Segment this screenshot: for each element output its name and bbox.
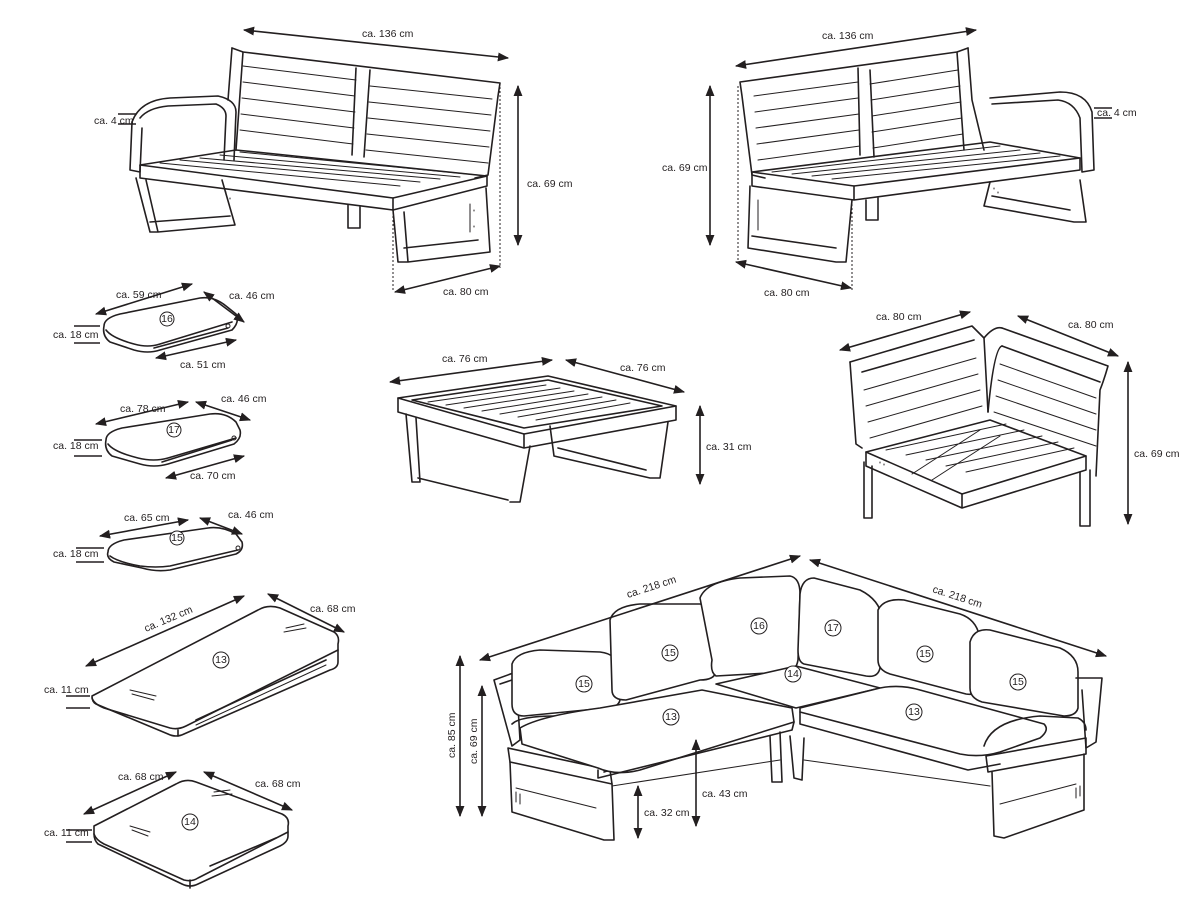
corner-module: ca. 80 cm ca. 80 cm ca. 69 cm <box>838 310 1180 527</box>
cushion-17-bottom: ca. 70 cm <box>190 470 236 482</box>
table-width: ca. 76 cm <box>442 353 488 365</box>
cushion-14-length: ca. 68 cm <box>118 771 164 783</box>
set-cushion-15-c: 15 <box>919 648 931 660</box>
cushion-15-depth: ca. 46 cm <box>228 509 274 521</box>
cushion-14-depth: ca. 68 cm <box>255 778 301 790</box>
cushion-16: 16 ca. 59 cm ca. 46 cm ca. 51 cm ca. 18 … <box>53 282 275 371</box>
coffee-table: ca. 76 cm ca. 76 cm ca. 31 cm <box>388 353 752 503</box>
set-cushion-15-a: 15 <box>578 678 590 690</box>
cushion-16-height: ca. 18 cm <box>53 329 99 341</box>
cushion-15-number: 15 <box>171 532 183 544</box>
cushion-15: 15 ca. 65 cm ca. 46 cm ca. 18 cm <box>53 509 274 572</box>
sofa-right-depth: ca. 80 cm <box>764 287 810 299</box>
cushion-17-depth: ca. 46 cm <box>221 393 267 405</box>
set-cushion-17: 17 <box>827 622 839 634</box>
set-cushion-15-d: 15 <box>1012 676 1024 688</box>
cushion-16-bottom: ca. 51 cm <box>180 359 226 371</box>
set-cushion-15-b: 15 <box>664 647 676 659</box>
sofa-left-height: ca. 69 cm <box>527 178 573 190</box>
cushion-15-height: ca. 18 cm <box>53 548 99 560</box>
corner-right: ca. 80 cm <box>1068 319 1114 331</box>
cushion-17-top: ca. 78 cm <box>120 403 166 415</box>
corner-left: ca. 80 cm <box>876 311 922 323</box>
sofa-module-right: ca. 136 cm ca. 69 cm ca. 80 cm ca. 4 cm <box>662 27 1137 299</box>
cushion-13: 13 ca. 132 cm ca. 68 cm ca. 11 cm <box>44 593 356 737</box>
set-seat-height: ca. 43 cm <box>702 788 748 800</box>
cushion-16-top: ca. 59 cm <box>116 289 162 301</box>
set-width-right: ca. 218 cm <box>931 583 984 610</box>
set-cushion-13-a: 13 <box>665 711 677 723</box>
sofa-right-armrest: ca. 4 cm <box>1097 107 1137 119</box>
cushion-16-number: 16 <box>161 313 173 325</box>
cushion-14: 14 ca. 68 cm ca. 68 cm ca. 11 cm <box>44 771 301 889</box>
cushion-17-height: ca. 18 cm <box>53 440 99 452</box>
table-depth: ca. 76 cm <box>620 362 666 374</box>
sofa-right-height: ca. 69 cm <box>662 162 708 174</box>
cushion-17: 17 ca. 78 cm ca. 46 cm ca. 70 cm ca. 18 … <box>53 393 267 482</box>
cushion-13-depth: ca. 68 cm <box>310 603 356 615</box>
set-cushion-14: 14 <box>787 668 799 680</box>
cushion-17-number: 17 <box>168 424 180 436</box>
cushion-14-height: ca. 11 cm <box>44 827 89 839</box>
cushion-14-number: 14 <box>184 816 196 828</box>
cushion-13-height: ca. 11 cm <box>44 684 89 696</box>
sofa-module-left: ca. 136 cm ca. 69 cm ca. 80 cm ca. 4 cm <box>94 26 573 298</box>
cushion-15-top: ca. 65 cm <box>124 512 170 524</box>
cushion-16-depth: ca. 46 cm <box>229 290 275 302</box>
sofa-left-width: ca. 136 cm <box>362 28 414 40</box>
corner-height: ca. 69 cm <box>1134 448 1180 460</box>
set-cushion-13-b: 13 <box>908 706 920 718</box>
set-cushion-16: 16 <box>753 620 765 632</box>
cushion-13-number: 13 <box>215 654 227 666</box>
sofa-left-armrest: ca. 4 cm <box>94 115 134 127</box>
table-height: ca. 31 cm <box>706 441 752 453</box>
set-frame-height: ca. 32 cm <box>644 807 690 819</box>
lounge-set: 15 15 16 17 15 15 14 13 13 ca. 218 cm ca… <box>446 554 1108 841</box>
sofa-left-depth: ca. 80 cm <box>443 286 489 298</box>
sofa-right-width: ca. 136 cm <box>822 30 874 42</box>
set-total-height: ca. 85 cm <box>446 712 458 758</box>
set-width-left: ca. 218 cm <box>625 573 678 600</box>
set-back-height: ca. 69 cm <box>468 718 480 764</box>
